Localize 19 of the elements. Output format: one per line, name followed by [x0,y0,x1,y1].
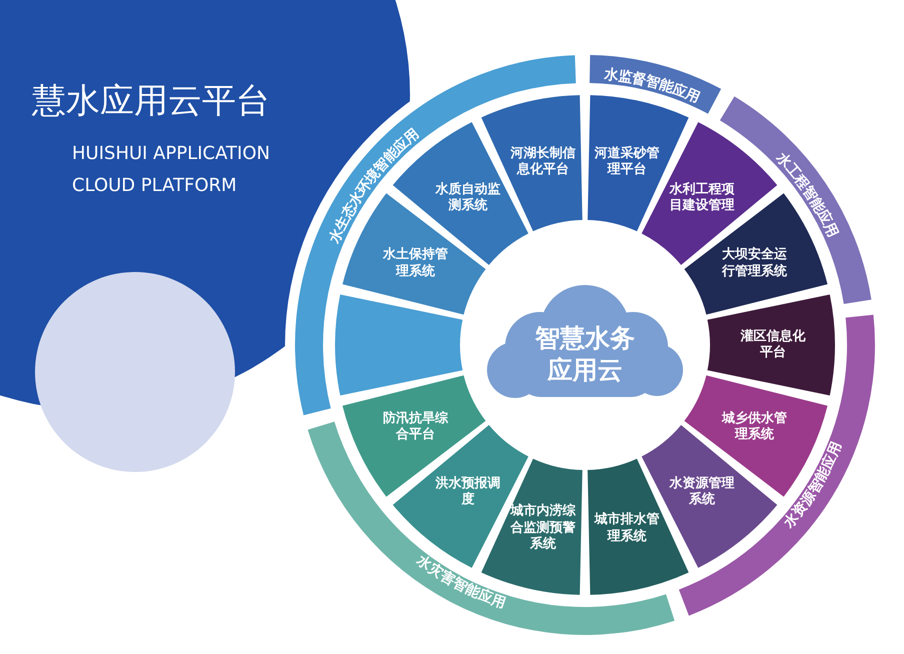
module-label: 城市排水管理系统 [594,512,660,545]
category-label: 水灾害智能应用 [414,552,508,612]
module-label: 河湖长制信息化平台 [510,145,576,178]
module-label: 水资源管理系统 [669,476,736,508]
category-label: 水监督智能应用 [604,66,702,106]
module-label: 水土保持管理系统 [382,247,449,280]
module-label: 水质自动监测系统 [434,182,501,214]
module-label: 洪水预报调度 [434,476,501,508]
module-label: 灌区信息化平台 [740,328,806,362]
subtitle: HUISHUI APPLICATION CLOUD PLATFORM [72,142,271,198]
module-label: 河道采砂管理平台 [594,145,660,178]
module-label: 水利工程项目建设管理 [669,182,736,214]
module-label: 防汛抗旱综合平台 [382,410,449,443]
category-label: 水生态水环境智能应用 [326,126,422,246]
title: 慧水应用云平台 [32,80,270,123]
module-label: 城市内涝综合监测预警系统 [510,504,576,553]
module-label: 大坝安全运行管理系统 [721,247,788,280]
center-label: 智慧水务应用云 [534,322,636,387]
category-label: 水工程智能应用 [772,150,841,240]
